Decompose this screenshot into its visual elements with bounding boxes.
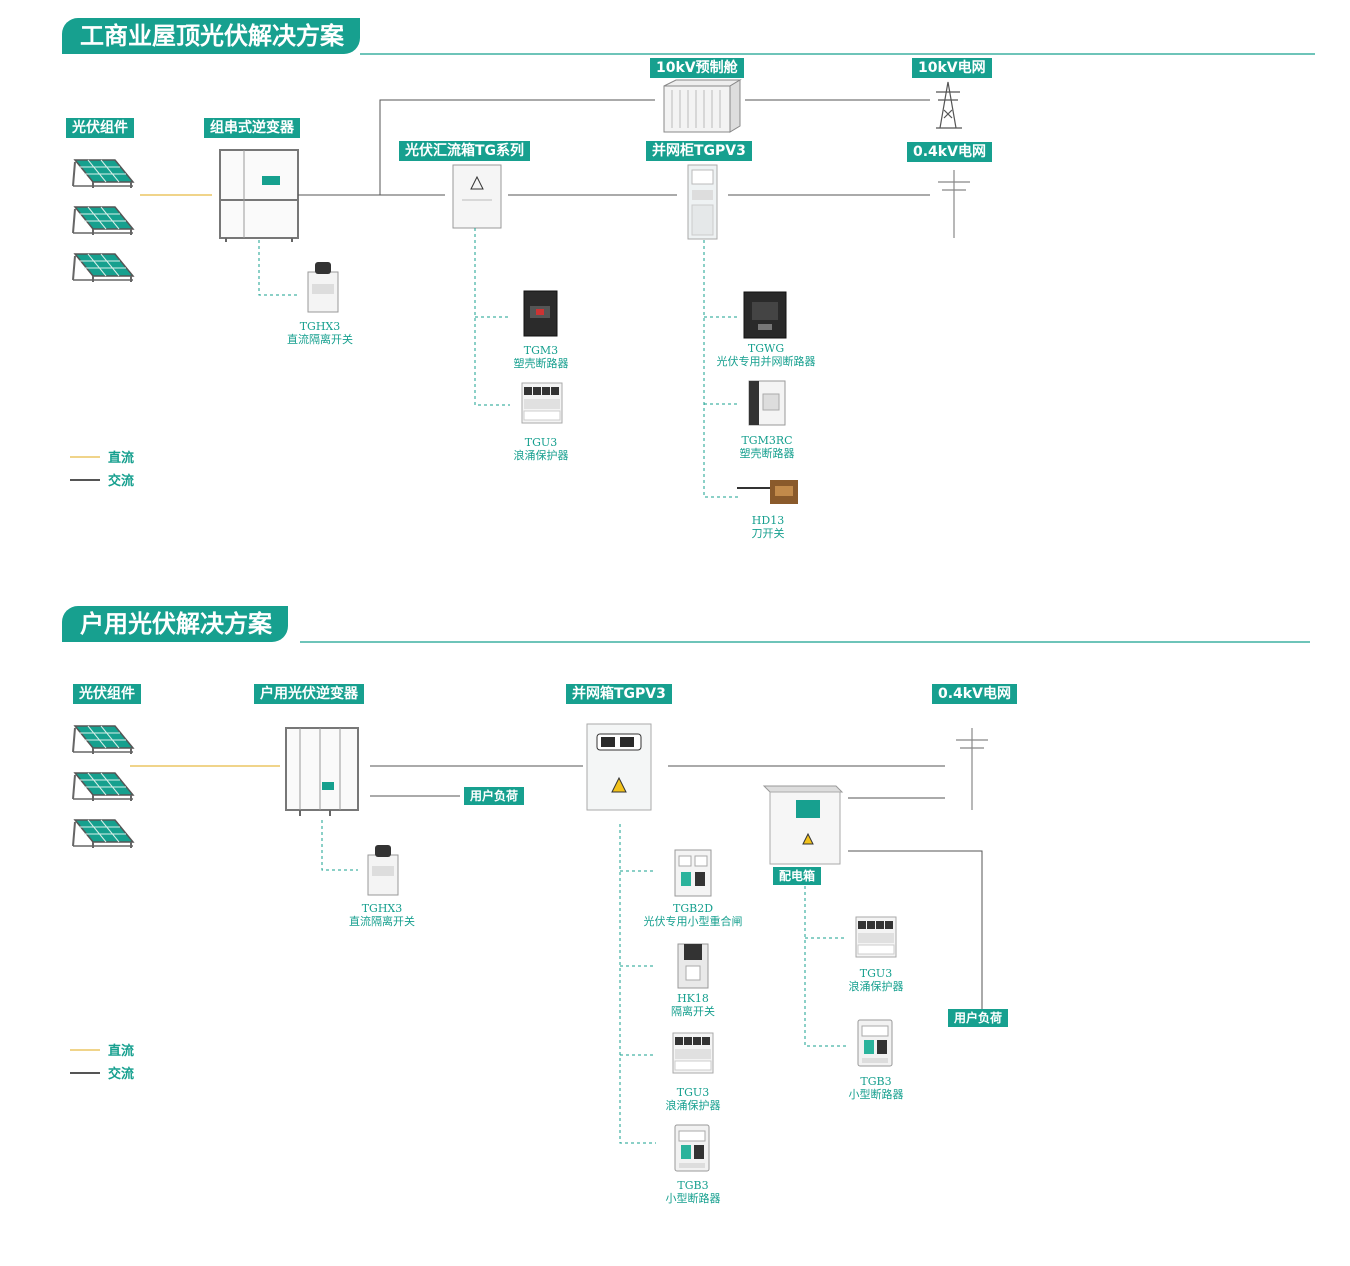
label-grid-04kv: 0.4kV电网	[932, 684, 1017, 704]
label-user-load: 用户负荷	[948, 1009, 1009, 1027]
solar-panel-icon	[72, 206, 134, 236]
label-grid-04kv: 0.4kV电网	[907, 142, 992, 162]
utility-pole-icon	[938, 170, 970, 238]
dc-isolator-icon	[307, 262, 339, 313]
solar-panel-icon	[72, 772, 134, 802]
legend-ac: 交流	[70, 470, 134, 489]
label-grid-10kv: 10kV电网	[912, 58, 992, 78]
label-precast-cabin: 10kV预制舱	[650, 58, 744, 78]
legend-dc: 直流	[70, 1040, 134, 1059]
miniature-breaker-icon	[674, 1124, 710, 1172]
surge-protector-icon	[855, 916, 897, 958]
surge-protector-icon	[672, 1032, 714, 1074]
label-combiner-box: 光伏汇流箱TG系列	[399, 141, 531, 161]
label-string-inverter: 组串式逆变器	[204, 118, 300, 138]
grid-cabinet-icon	[687, 164, 718, 240]
utility-pole-icon	[956, 728, 988, 810]
dc-isolator-icon	[367, 845, 399, 896]
string-inverter-icon	[219, 149, 299, 242]
grid-box-icon	[586, 723, 652, 811]
residential-section	[72, 641, 1310, 1172]
label-pv-modules: 光伏组件	[66, 118, 134, 138]
isolating-switch-icon	[677, 943, 709, 989]
auto-reclosing-breaker-icon	[674, 849, 712, 897]
precast-cabin-icon	[663, 79, 742, 133]
label-distribution-box: 配电箱	[773, 867, 822, 885]
surge-protector-icon	[521, 382, 563, 424]
residential-section-title: 户用光伏解决方案	[62, 606, 288, 642]
miniature-breaker-icon	[857, 1019, 893, 1067]
label-household-inverter: 户用光伏逆变器	[254, 684, 364, 704]
rcd-breaker-icon	[748, 380, 786, 426]
solar-panel-icon	[72, 159, 134, 189]
solar-panel-icon	[72, 725, 134, 755]
knife-switch-icon	[737, 480, 798, 504]
legend-dc: 直流	[70, 447, 134, 466]
legend-ac: 交流	[70, 1063, 134, 1082]
commercial-section	[72, 53, 1315, 504]
solar-panel-icon	[72, 253, 134, 283]
grid-breaker-icon	[743, 291, 787, 339]
solar-panel-icon	[72, 819, 134, 849]
label-grid-cabinet: 并网柜TGPV3	[646, 141, 752, 161]
distribution-box-icon	[762, 785, 844, 865]
transmission-tower-icon	[936, 81, 962, 129]
label-grid-box: 并网箱TGPV3	[566, 684, 672, 704]
mccb-icon	[523, 290, 558, 337]
combiner-box-icon	[452, 164, 502, 229]
label-pv-modules: 光伏组件	[73, 684, 141, 704]
household-inverter-icon	[285, 727, 359, 816]
commercial-section-title: 工商业屋顶光伏解决方案	[62, 18, 360, 54]
label-user-load: 用户负荷	[464, 787, 525, 805]
